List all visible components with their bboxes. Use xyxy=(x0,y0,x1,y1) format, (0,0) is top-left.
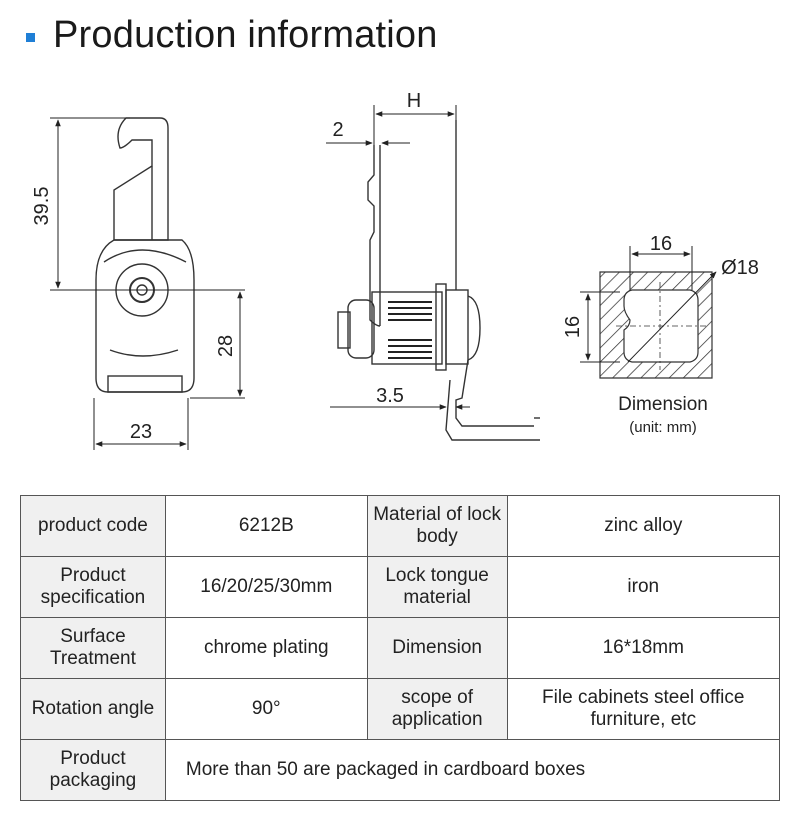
spec-label: Dimension xyxy=(366,617,508,679)
spec-value: 16/20/25/30mm xyxy=(164,556,368,618)
spec-value: 90° xyxy=(164,678,368,740)
front-height-label: 39.5 xyxy=(31,187,53,226)
side-h-label: H xyxy=(407,90,421,112)
hole-detail xyxy=(580,246,717,379)
hole-diameter-label: Ø18 xyxy=(721,257,759,279)
spec-label: Surface Treatment xyxy=(20,617,166,679)
side-threads xyxy=(388,301,432,359)
spec-value: iron xyxy=(506,556,781,618)
spec-label: Product specification xyxy=(20,556,166,618)
front-width-label: 23 xyxy=(130,421,152,443)
spec-value: chrome plating xyxy=(164,617,368,679)
page-title: Production information xyxy=(53,14,438,56)
packaging-value: More than 50 are packaged in cardboard b… xyxy=(164,739,781,801)
spec-label: Lock tongue material xyxy=(366,556,508,618)
spec-value: File cabinets steel office furniture, et… xyxy=(506,678,781,740)
table-row: product code 6212B Material of lock body… xyxy=(20,495,781,557)
table-row: Product packaging More than 50 are packa… xyxy=(20,739,781,801)
hole-caption: Dimension xyxy=(618,394,708,415)
spec-label: scope of application xyxy=(366,678,508,740)
side-offset-label: 3.5 xyxy=(376,385,404,407)
spec-value: 16*18mm xyxy=(506,617,781,679)
front-lower-height-label: 28 xyxy=(215,335,237,357)
side-dimensions xyxy=(326,105,470,410)
spec-table: product code 6212B Material of lock body… xyxy=(20,495,781,801)
packaging-label: Product packaging xyxy=(20,739,166,801)
table-row: Surface Treatment chrome plating Dimensi… xyxy=(20,617,781,679)
front-view xyxy=(95,117,195,393)
header-bullet-icon xyxy=(26,33,35,42)
technical-drawing: 39.5 28 23 H 2 3.5 xyxy=(31,90,759,450)
spec-value: zinc alloy xyxy=(506,495,781,557)
side-view xyxy=(337,120,540,441)
hole-unit: (unit: mm) xyxy=(629,419,697,436)
table-row: Rotation angle 90° scope of application … xyxy=(20,678,781,740)
spec-value: 6212B xyxy=(164,495,368,557)
spec-label: Rotation angle xyxy=(20,678,166,740)
front-dimensions xyxy=(50,117,245,450)
spec-label: product code xyxy=(20,495,166,557)
hole-width-label: 16 xyxy=(650,233,672,255)
side-thickness-label: 2 xyxy=(332,119,343,141)
hole-height-label: 16 xyxy=(562,316,584,338)
spec-label: Material of lock body xyxy=(366,495,508,557)
table-row: Product specification 16/20/25/30mm Lock… xyxy=(20,556,781,618)
section-header: Production information xyxy=(26,14,438,57)
